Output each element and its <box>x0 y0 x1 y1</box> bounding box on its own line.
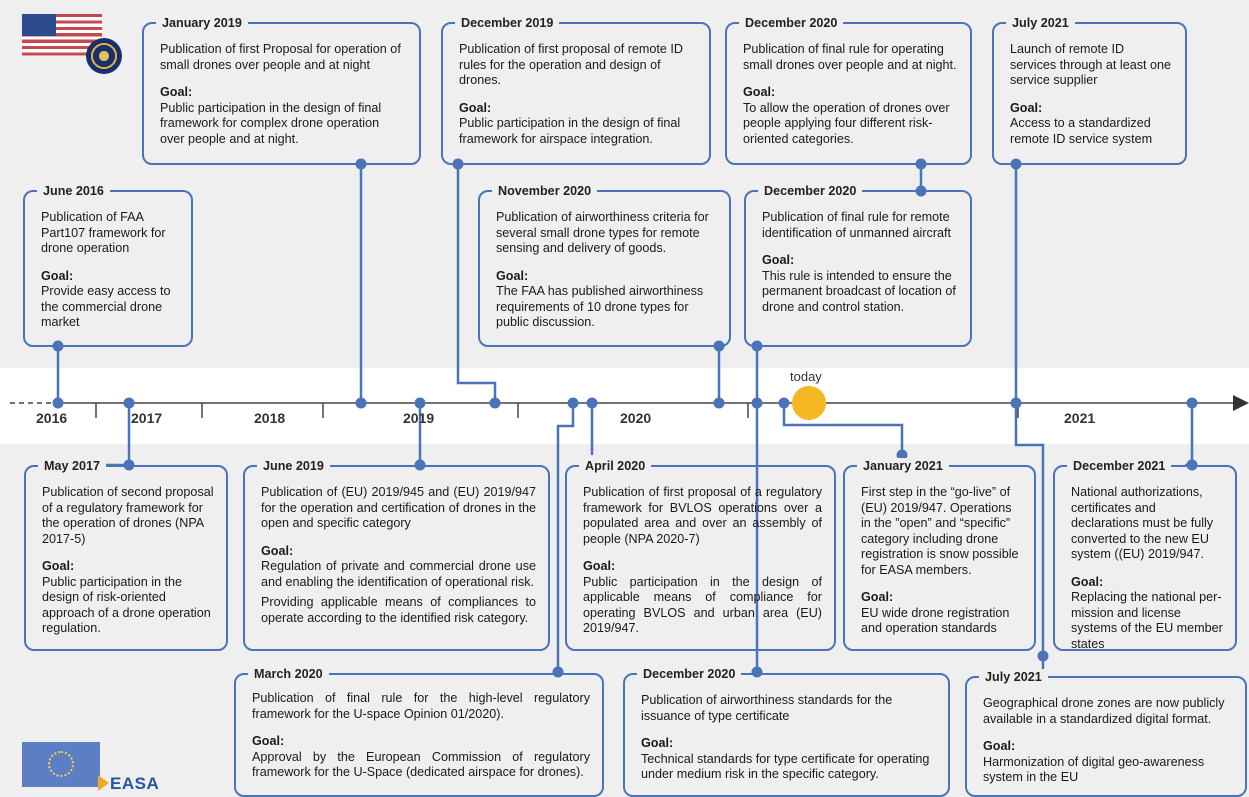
event-date: July 2021 <box>979 669 1048 685</box>
event-date: June 2016 <box>37 183 110 199</box>
event-date: December 2020 <box>739 15 844 31</box>
event-date: December 2020 <box>758 183 863 199</box>
event-date: March 2020 <box>248 666 329 682</box>
easa-event-box: December 2021 National authorizations, c… <box>1053 458 1237 651</box>
event-goal-extra: Providing applicable means of compliance… <box>261 595 536 625</box>
event-goal: Approval by the European Commission of r… <box>252 749 590 780</box>
event-description: Publication of first Proposal for operat… <box>160 42 401 72</box>
event-date: November 2020 <box>492 183 598 199</box>
event-date: December 2021 <box>1067 458 1172 474</box>
faa-band <box>0 0 1249 368</box>
eu-flag-icon <box>22 742 100 787</box>
easa-logo-icon <box>98 775 109 791</box>
faa-event-box: December 2019 Publication of first propo… <box>441 15 711 165</box>
event-description: Publication of second proposal of a regu… <box>42 485 214 546</box>
event-goal: This rule is intended to ensure the perm… <box>762 268 956 314</box>
event-goal: Harmonization of digital geo-awareness s… <box>983 754 1205 785</box>
faa-event-box: June 2016 Publication of FAA Part107 fra… <box>23 183 193 347</box>
easa-event-box: July 2021 Geographical drone zones are n… <box>965 669 1247 797</box>
year-label: 2016 <box>36 410 68 426</box>
event-date: April 2020 <box>579 458 652 474</box>
event-goal: Replacing the national per-mission and l… <box>1071 590 1223 651</box>
event-goal: Public participation in the design of ap… <box>583 574 822 636</box>
event-description: Publication of airworthiness criteria fo… <box>496 210 709 255</box>
event-goal: Access to a standardized remote ID servi… <box>1010 116 1153 146</box>
year-label: 2021 <box>1064 410 1096 426</box>
event-goal: The FAA has published airworthiness requ… <box>496 284 704 329</box>
event-goal: Regulation of private and commercial dro… <box>261 559 536 589</box>
event-date: December 2019 <box>455 15 560 31</box>
event-description: Publication of airworthiness standards f… <box>641 693 893 723</box>
event-description: Publication of (EU) 2019/945 and (EU) 20… <box>261 485 536 530</box>
goal-label: Goal: <box>1010 100 1043 115</box>
goal-label: Goal: <box>42 559 75 573</box>
today-marker <box>792 386 826 420</box>
goal-label: Goal: <box>1071 574 1104 589</box>
event-date: July 2021 <box>1006 15 1075 31</box>
event-goal: Technical standards for type certificate… <box>641 751 930 782</box>
event-goal: EU wide drone registration and operation… <box>861 605 1010 636</box>
faa-event-box: December 2020 Publication of final rule … <box>725 15 972 165</box>
faa-event-box: December 2020 Publication of final rule … <box>744 183 972 347</box>
goal-label: Goal: <box>743 85 776 99</box>
goal-label: Goal: <box>983 739 1016 753</box>
event-description: Publication of final rule for the high-l… <box>252 691 590 721</box>
goal-label: Goal: <box>459 100 492 115</box>
faa-seal-icon <box>86 38 122 74</box>
event-goal: Public participation in the design of fi… <box>459 116 681 146</box>
year-label: 2018 <box>254 410 286 426</box>
event-description: First step in the “go-live” of (EU) 2019… <box>861 485 1019 577</box>
faa-event-box: November 2020 Publication of airworthine… <box>478 183 731 347</box>
goal-label: Goal: <box>160 85 193 99</box>
event-description: Publication of final rule for remote ide… <box>762 210 952 240</box>
easa-event-box: December 2020 Publication of airworthine… <box>623 666 950 797</box>
goal-label: Goal: <box>252 734 285 748</box>
event-description: Publication of first proposal of remote … <box>459 42 683 87</box>
year-label: 2017 <box>131 410 163 426</box>
event-goal: Provide easy access to the commercial dr… <box>41 284 171 329</box>
easa-event-box: March 2020 Publication of final rule for… <box>234 666 604 797</box>
easa-event-box: January 2021 First step in the “go-live”… <box>843 458 1036 651</box>
event-date: June 2019 <box>257 458 330 474</box>
event-date: January 2019 <box>156 15 248 31</box>
year-label: 2020 <box>620 410 652 426</box>
goal-label: Goal: <box>762 253 795 267</box>
easa-logo: EASA <box>110 774 160 793</box>
faa-event-box: July 2021 Launch of remote ID services t… <box>992 15 1187 165</box>
event-description: Publication of final rule for operating … <box>743 42 957 72</box>
goal-label: Goal: <box>641 736 674 750</box>
easa-event-box: June 2019 Publication of (EU) 2019/945 a… <box>243 458 550 651</box>
event-goal: Public participation in the design of fi… <box>160 100 382 146</box>
faa-event-box: January 2019 Publication of first Propos… <box>142 15 421 165</box>
event-description: Publication of FAA Part107 framework for… <box>41 210 166 255</box>
today-label: today <box>790 369 822 384</box>
event-description: Launch of remote ID services through at … <box>1010 42 1172 87</box>
event-goal: Public participation in the design of ri… <box>42 574 211 636</box>
event-date: May 2017 <box>38 458 107 474</box>
year-label: 2019 <box>403 410 435 426</box>
event-date: January 2021 <box>857 458 949 474</box>
goal-label: Goal: <box>861 590 894 604</box>
easa-event-box: April 2020 Publication of first proposal… <box>565 458 836 651</box>
timeline-arrow-icon <box>1233 395 1249 411</box>
goal-label: Goal: <box>261 543 294 558</box>
goal-label: Goal: <box>583 559 616 573</box>
easa-event-box: May 2017 Publication of second proposal … <box>24 458 228 651</box>
event-goal: To allow the operation of drones over pe… <box>743 100 950 146</box>
goal-label: Goal: <box>41 268 74 283</box>
event-description: National authorizations, certificates an… <box>1071 485 1214 561</box>
event-date: December 2020 <box>637 666 742 682</box>
event-description: Publication of first proposal of a regul… <box>583 485 822 546</box>
event-description: Geographical drone zones are now publicl… <box>983 696 1225 726</box>
goal-label: Goal: <box>496 268 529 283</box>
